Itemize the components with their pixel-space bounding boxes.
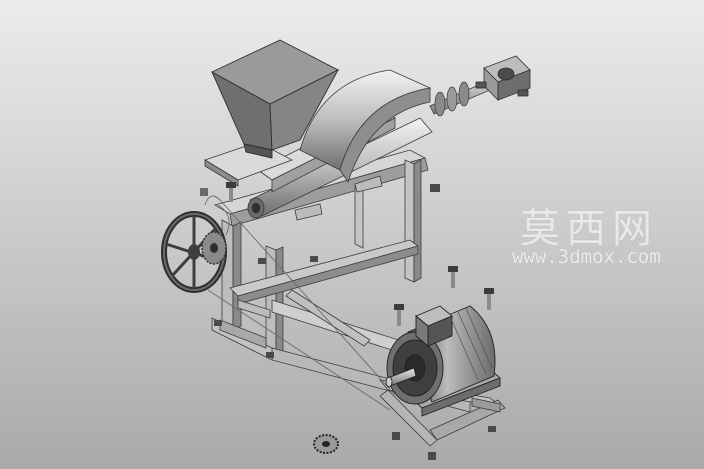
frame-feet xyxy=(214,320,496,460)
electric-motor xyxy=(385,305,501,417)
drive-belt xyxy=(204,195,396,411)
loose-bolts xyxy=(200,182,494,326)
nut-2 xyxy=(310,256,318,262)
nut-4 xyxy=(258,258,266,264)
watermark-brand: 莫西网 xyxy=(520,206,658,252)
hopper-trough xyxy=(299,69,432,183)
nut-3 xyxy=(200,188,208,196)
hopper xyxy=(211,39,340,159)
drive-gear xyxy=(201,231,227,265)
watermark-url: www.3dmox.com xyxy=(512,246,661,268)
nut-1 xyxy=(430,184,440,192)
bolt-4 xyxy=(394,304,404,326)
bolt-1 xyxy=(226,182,236,202)
loose-sprocket xyxy=(313,434,339,454)
bolt-2 xyxy=(448,266,458,288)
bolt-3 xyxy=(484,288,494,310)
pillow-block-bearing xyxy=(475,55,531,101)
